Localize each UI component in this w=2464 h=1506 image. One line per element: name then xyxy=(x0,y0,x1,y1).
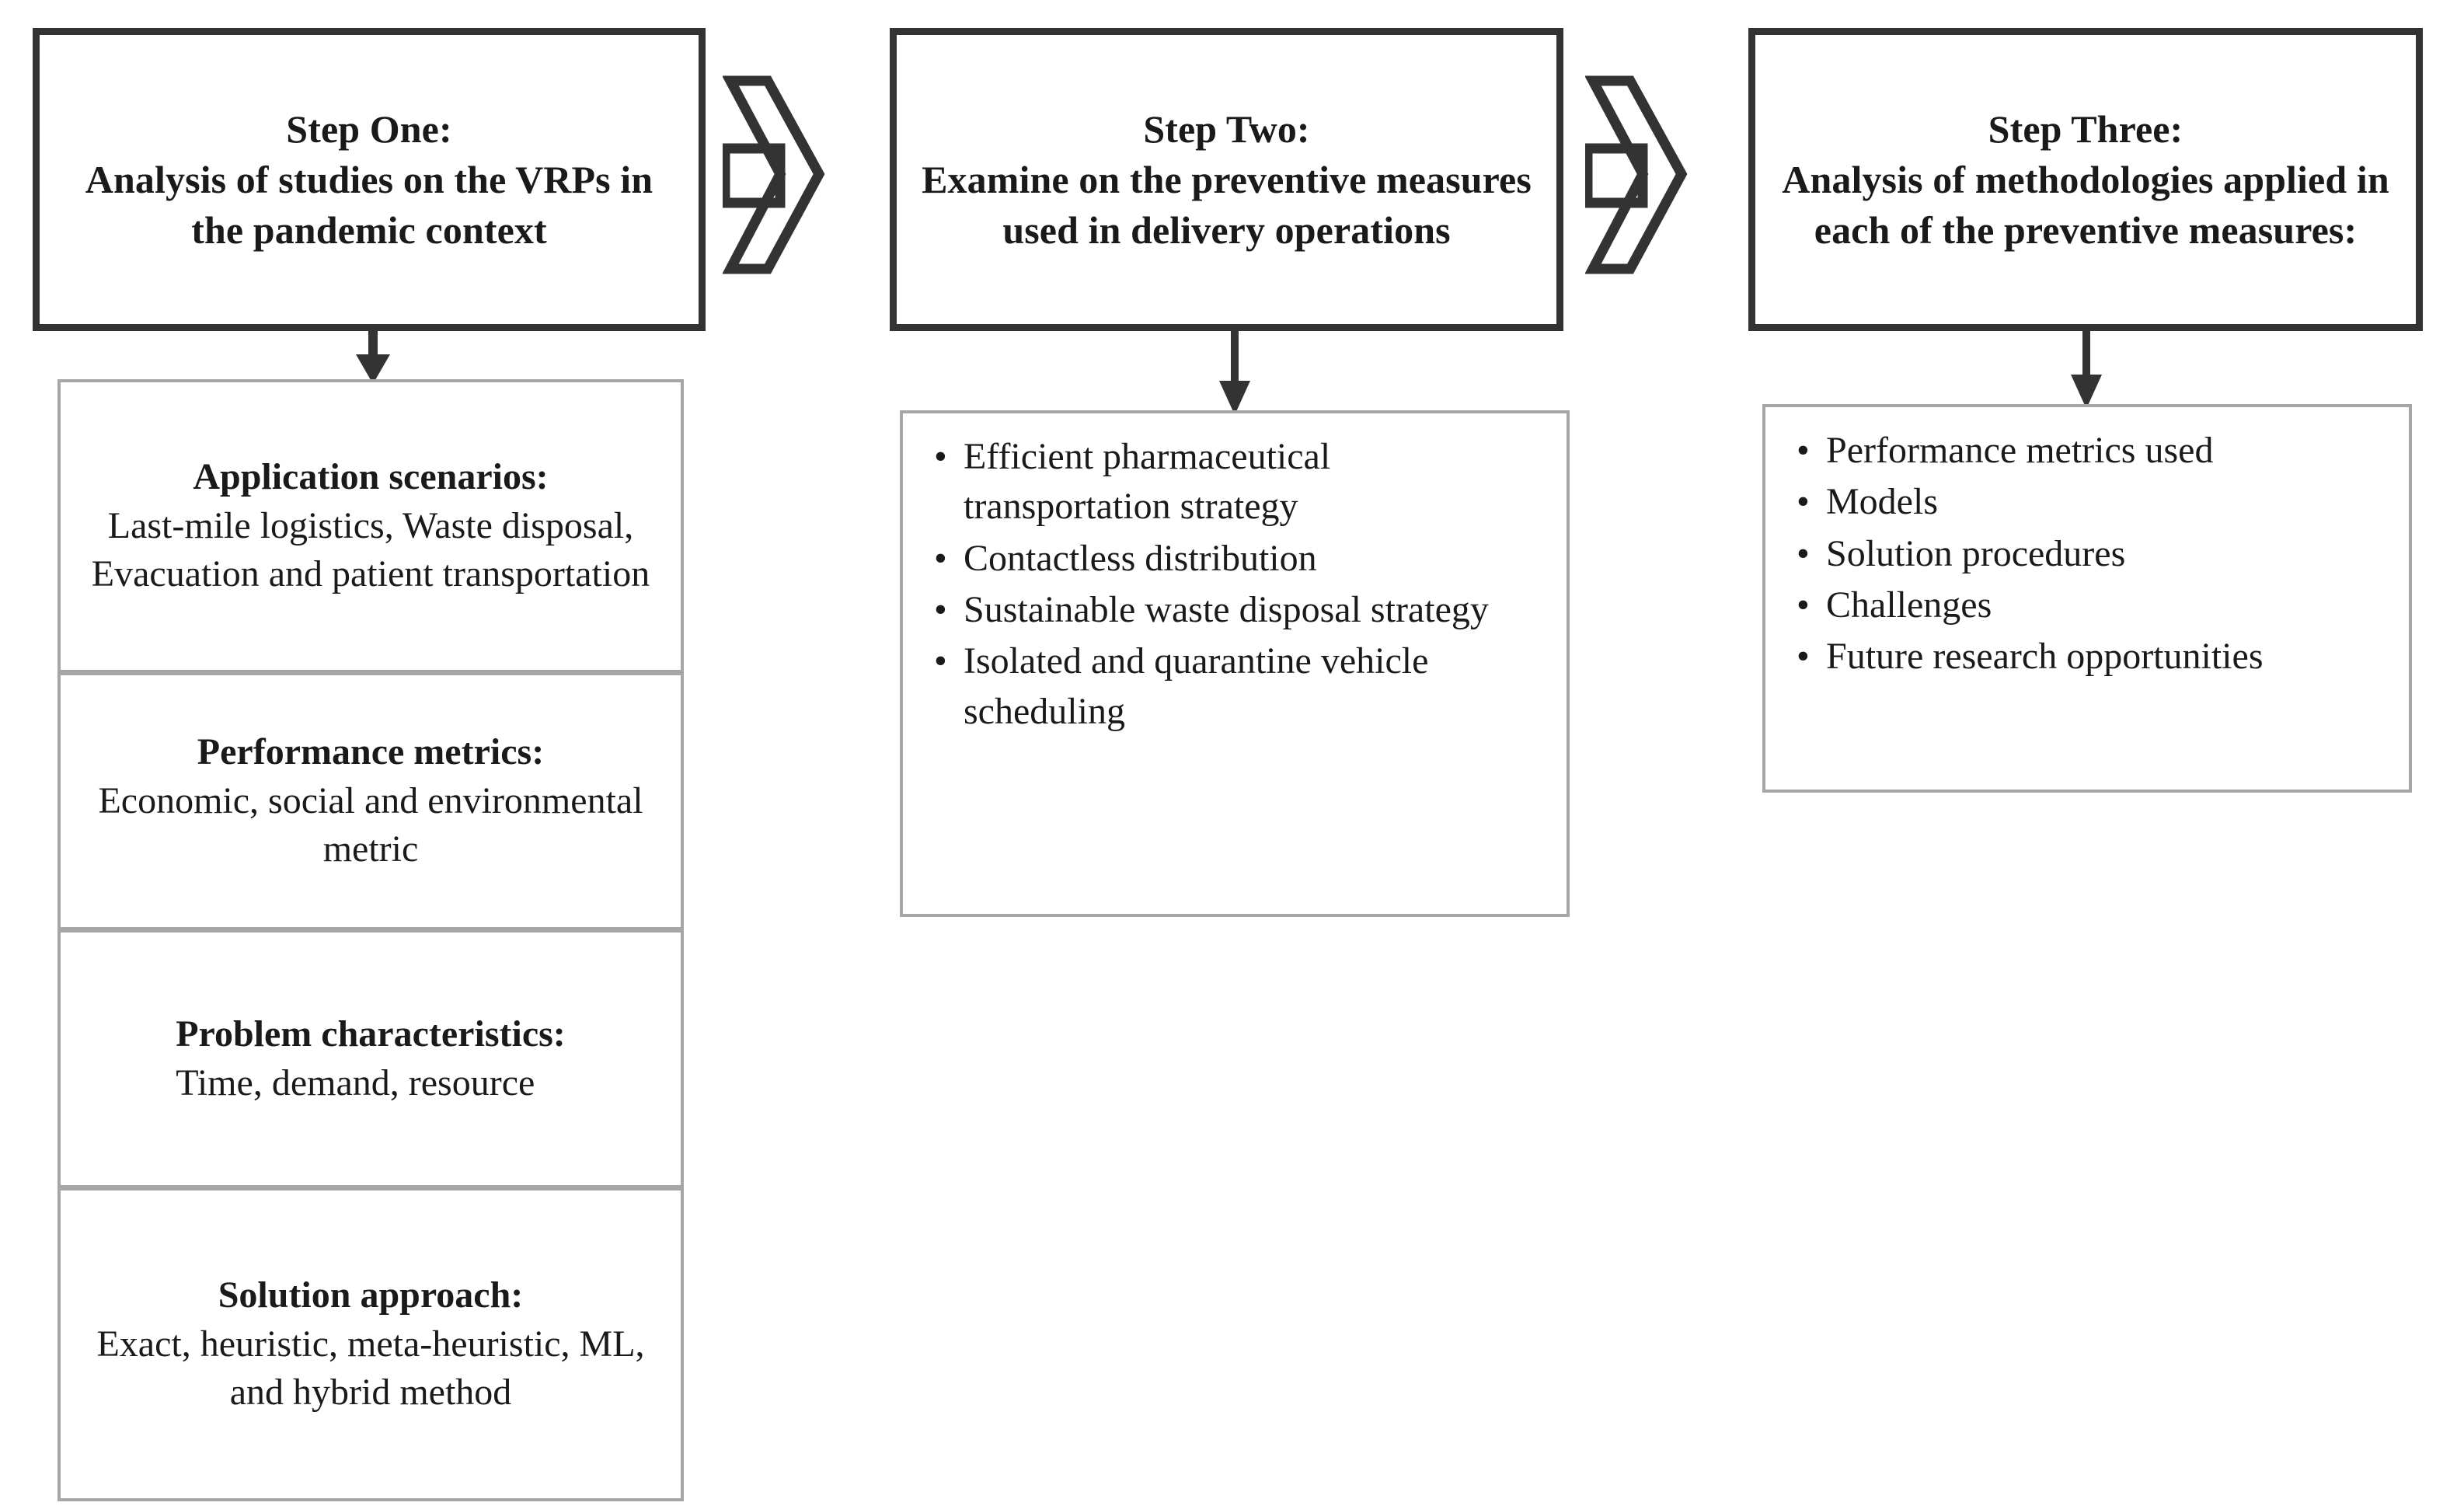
detail-body: Last-mile logistics, Waste disposal, Eva… xyxy=(91,504,650,595)
detail-body: Time, demand, resource xyxy=(176,1062,535,1103)
step-one-label: Step One: xyxy=(286,106,452,151)
arrow-down-icon-two xyxy=(1219,329,1250,415)
detail-box-problem-characteristics: Problem characteristics: Time, demand, r… xyxy=(58,929,684,1188)
list-item: • Challenges xyxy=(1792,580,2387,630)
detail-box-solution-approach: Solution approach: Exact, heuristic, met… xyxy=(58,1187,684,1501)
methodology-analysis-list: • Performance metrics used • Models • So… xyxy=(1792,426,2387,682)
list-item-label: Efficient pharmaceutical transportation … xyxy=(964,436,1331,528)
list-item: • Future research opportunities xyxy=(1792,632,2387,682)
detail-box-performance-metrics: Performance metrics: Economic, social an… xyxy=(58,672,684,930)
list-item-label: Performance metrics used xyxy=(1826,430,2214,471)
step-three-description: Analysis of methodologies applied in eac… xyxy=(1782,157,2389,252)
detail-title: Solution approach: xyxy=(218,1274,524,1316)
bullet-box-preventive-measures: • Efficient pharmaceutical transportatio… xyxy=(900,410,1570,917)
list-item-label: Contactless distribution xyxy=(964,537,1317,579)
detail-box-application-scenarios: Application scenarios: Last-mile logisti… xyxy=(58,379,684,673)
list-item-label: Solution procedures xyxy=(1826,532,2126,574)
list-item: • Solution procedures xyxy=(1792,529,2387,579)
bullet-dot-icon: • xyxy=(934,436,947,477)
detail-box-solution-approach-content: Solution approach: Exact, heuristic, met… xyxy=(81,1271,660,1417)
detail-body: Exact, heuristic, meta-heuristic, ML, an… xyxy=(96,1323,645,1414)
detail-box-performance-metrics-content: Performance metrics: Economic, social an… xyxy=(81,728,660,873)
detail-title: Performance metrics: xyxy=(197,731,545,773)
list-item-label: Challenges xyxy=(1826,584,1992,626)
detail-title: Application scenarios: xyxy=(193,456,549,498)
list-item: • Efficient pharmaceutical transportatio… xyxy=(929,432,1545,532)
list-item: • Contactless distribution xyxy=(929,534,1545,584)
bullet-dot-icon: • xyxy=(1797,532,1810,574)
step-box-two: Step Two: Examine on the preventive meas… xyxy=(890,28,1563,331)
step-box-one: Step One: Analysis of studies on the VRP… xyxy=(33,28,706,331)
detail-box-problem-characteristics-content: Problem characteristics: Time, demand, r… xyxy=(176,1010,566,1107)
list-item: • Sustainable waste disposal strategy xyxy=(929,585,1545,635)
bullet-dot-icon: • xyxy=(1797,636,1810,678)
step-one-text: Step One: Analysis of studies on the VRP… xyxy=(57,104,681,256)
list-item-label: Models xyxy=(1826,481,1938,523)
bullet-dot-icon: • xyxy=(1797,584,1810,626)
step-one-description: Analysis of studies on the VRPs in the p… xyxy=(85,157,653,252)
list-item: • Models xyxy=(1792,477,2387,527)
step-two-text: Step Two: Examine on the preventive meas… xyxy=(914,104,1539,256)
chevron-right-arrow-icon-one xyxy=(723,75,825,274)
arrow-down-icon-one xyxy=(356,329,390,384)
detail-box-application-scenarios-content: Application scenarios: Last-mile logisti… xyxy=(81,453,660,598)
bullet-box-methodology-analysis: • Performance metrics used • Models • So… xyxy=(1762,404,2412,793)
step-three-text: Step Three: Analysis of methodologies ap… xyxy=(1772,104,2399,256)
list-item-label: Sustainable waste disposal strategy xyxy=(964,588,1489,630)
list-item-label: Isolated and quarantine vehicle scheduli… xyxy=(964,640,1429,732)
bullet-dot-icon: • xyxy=(934,588,947,630)
step-two-label: Step Two: xyxy=(1143,106,1310,151)
bullet-dot-icon: • xyxy=(1797,481,1810,523)
arrow-down-icon-three xyxy=(2071,329,2102,409)
detail-body: Economic, social and environmental metri… xyxy=(98,779,643,870)
step-box-three: Step Three: Analysis of methodologies ap… xyxy=(1748,28,2423,331)
detail-title: Problem characteristics: xyxy=(176,1013,566,1055)
chevron-right-arrow-icon-two xyxy=(1585,75,1688,274)
bullet-dot-icon: • xyxy=(934,640,947,682)
list-item: • Performance metrics used xyxy=(1792,426,2387,476)
step-two-description: Examine on the preventive measures used … xyxy=(922,157,1532,252)
bullet-dot-icon: • xyxy=(934,537,947,579)
list-item: • Isolated and quarantine vehicle schedu… xyxy=(929,636,1545,737)
list-item-label: Future research opportunities xyxy=(1826,636,2264,678)
step-three-label: Step Three: xyxy=(1988,106,2183,151)
preventive-measures-list: • Efficient pharmaceutical transportatio… xyxy=(929,432,1545,737)
bullet-dot-icon: • xyxy=(1797,430,1810,471)
